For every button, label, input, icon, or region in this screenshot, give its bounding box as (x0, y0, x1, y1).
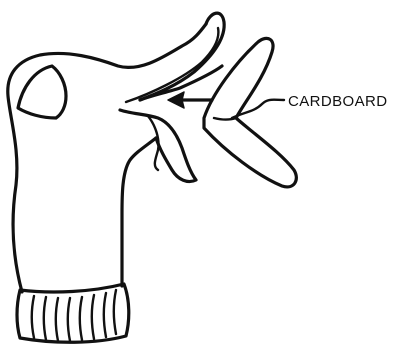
sock-body-outline (8, 24, 206, 292)
sock-heel-patch (18, 66, 66, 118)
sock-cuff-ribs (32, 290, 116, 341)
cardboard-label: CARDBOARD (288, 93, 387, 110)
sock-body-right (122, 138, 156, 286)
cardboard-piece (204, 38, 296, 187)
insertion-arrow-head (168, 92, 184, 108)
